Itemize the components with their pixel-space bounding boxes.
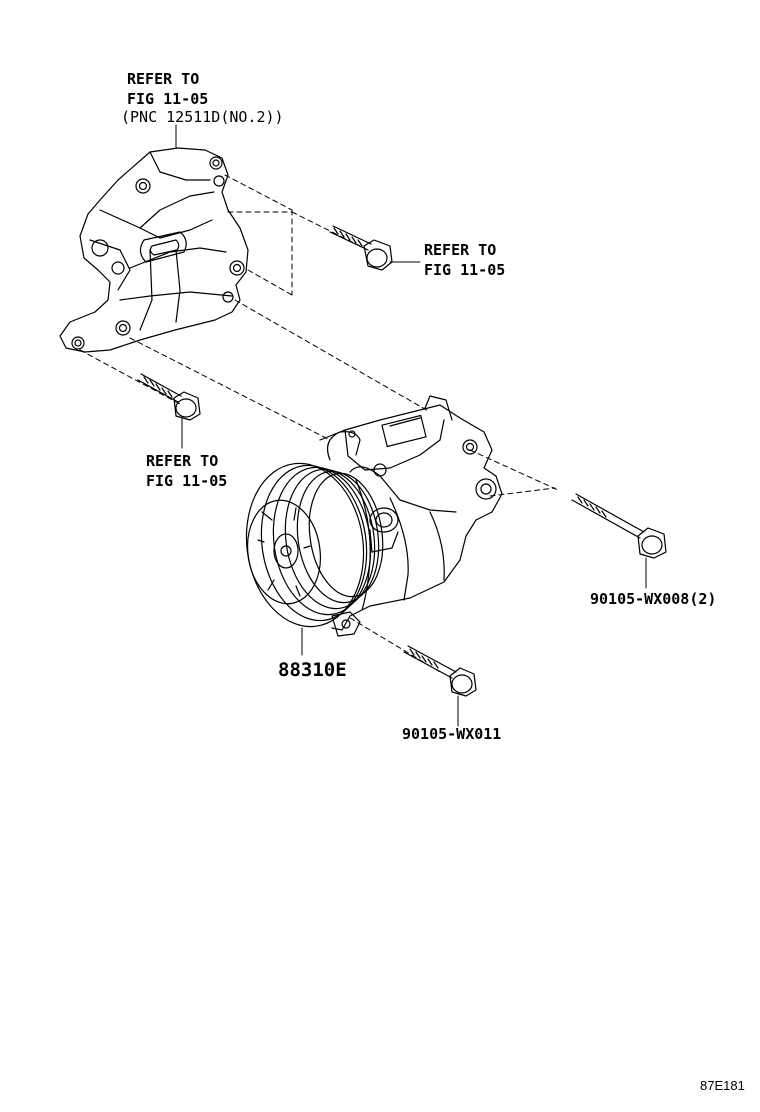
upper-bolt-refer-label-1: REFER TO (424, 241, 497, 259)
diagram-code: 87E181 (700, 1078, 745, 1093)
bracket-refer-label-1: REFER TO (127, 70, 200, 88)
short-bolt (403, 645, 477, 727)
lower-bolt-refer-label-1: REFER TO (146, 452, 219, 470)
bracket-refer-label-2: FIG 11-05 (127, 90, 209, 108)
long-bolt (571, 493, 667, 589)
alignment-lines (79, 174, 559, 673)
upper-bolt (329, 225, 421, 271)
part-number-compressor[interactable]: 88310E (278, 659, 347, 681)
bracket-refer-label-3: (PNC 12511D(NO.2)) (121, 108, 284, 126)
ac-compressor (245, 395, 503, 656)
mounting-bracket (59, 124, 249, 353)
part-number-short-bolt[interactable]: 90105-WX011 (402, 725, 502, 743)
upper-bolt-refer-label-2: FIG 11-05 (424, 261, 506, 279)
lower-left-bolt (137, 373, 201, 449)
lower-bolt-refer-label-2: FIG 11-05 (146, 472, 228, 490)
part-number-long-bolt[interactable]: 90105-WX008(2) (590, 590, 717, 608)
